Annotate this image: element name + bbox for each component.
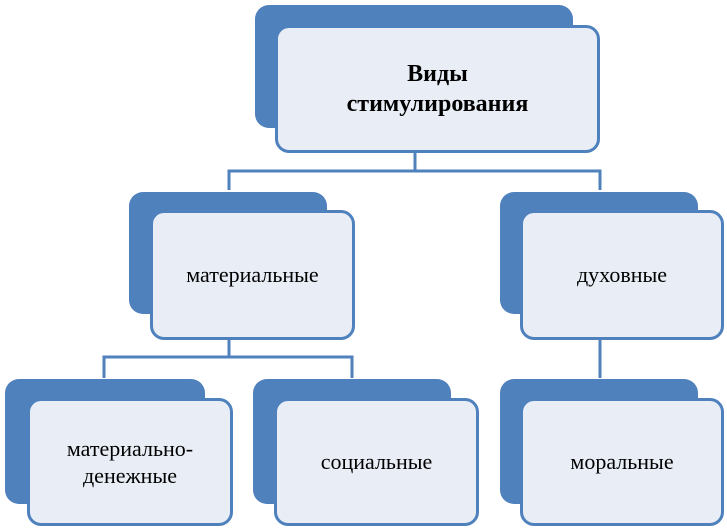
material-node: материальные	[150, 210, 355, 340]
monetary-node-label: материально- денежные	[66, 435, 194, 489]
spiritual-node: духовные	[520, 210, 724, 340]
moral-node: моральные	[520, 398, 724, 526]
spiritual-node-label: духовные	[576, 262, 668, 288]
social-node: социальные	[274, 398, 479, 526]
material-node-label: материальные	[186, 262, 319, 288]
root-node-label: Виды стимулирования	[346, 61, 529, 117]
connector-left-children	[102, 355, 354, 378]
root-node: Виды стимулирования	[275, 25, 600, 153]
social-node-label: социальные	[320, 449, 433, 475]
moral-node-label: моральные	[570, 449, 674, 475]
connector-root-children	[227, 169, 602, 190]
monetary-node: материально- денежные	[27, 398, 233, 526]
